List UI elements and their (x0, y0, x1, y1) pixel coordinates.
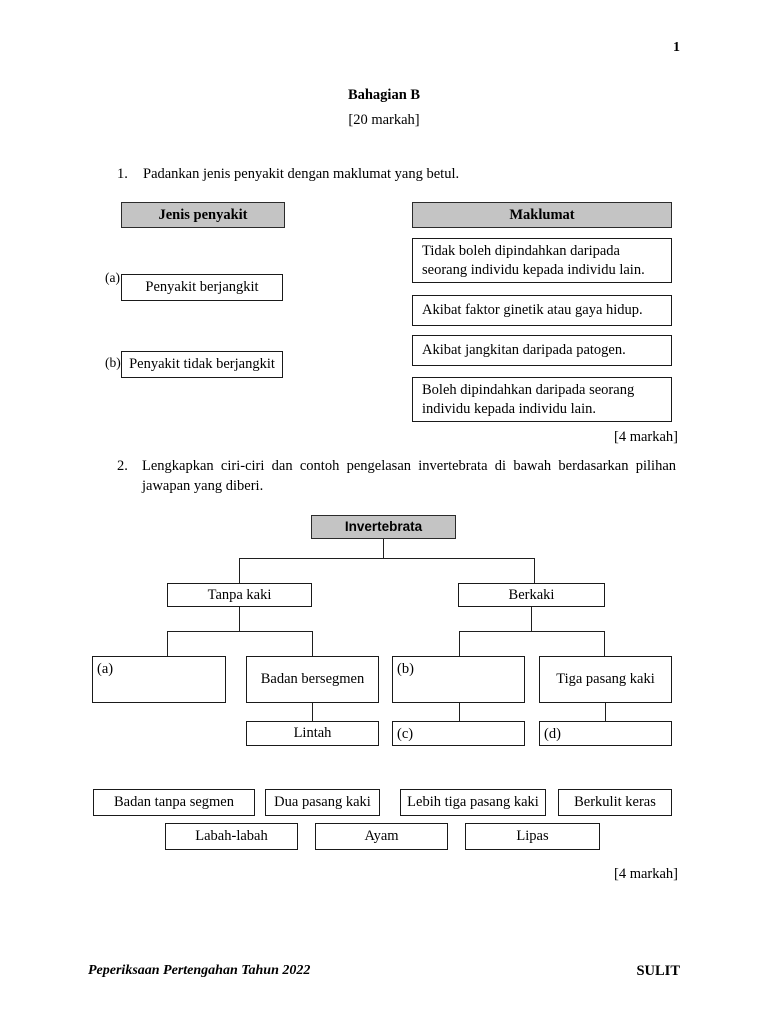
maklumat-box-4[interactable]: Boleh dipindahkan daripada seorang indiv… (412, 377, 672, 422)
question-1-text: Padankan jenis penyakit dengan maklumat … (143, 166, 460, 182)
connector-level2-b-drop (459, 631, 461, 656)
connector-level2-right-bus (459, 631, 604, 633)
choice-ayam[interactable]: Ayam (315, 823, 448, 850)
connector-root-stem (383, 539, 385, 558)
maklumat-box-2[interactable]: Akibat faktor ginetik atau gaya hidup. (412, 295, 672, 326)
maklumat-header: Maklumat (412, 202, 672, 228)
tree-root-invertebrata: Invertebrata (311, 515, 456, 539)
connector-level2-badan-drop (312, 631, 314, 656)
connector-d-stem (605, 703, 607, 721)
connector-level2-left-bus (167, 631, 313, 633)
choice-lipas[interactable]: Lipas (465, 823, 600, 850)
tree-node-tanpa-kaki[interactable]: Tanpa kaki (167, 583, 312, 607)
tree-answer-box-b[interactable]: (b) (392, 656, 525, 703)
choice-labah-labah[interactable]: Labah-labah (165, 823, 298, 850)
section-marks: [20 markah] (348, 112, 420, 128)
tree-node-lintah[interactable]: Lintah (246, 721, 379, 746)
connector-c-stem (459, 703, 461, 721)
penyakit-tidak-berjangkit-box[interactable]: Penyakit tidak berjangkit (121, 351, 283, 378)
connector-level1-left-drop (239, 558, 241, 583)
jenis-penyakit-header: Jenis penyakit (121, 202, 285, 228)
tree-node-tiga-pasang-kaki[interactable]: Tiga pasang kaki (539, 656, 672, 703)
maklumat-box-1[interactable]: Tidak boleh dipindahkan daripada seorang… (412, 238, 672, 283)
tree-answer-box-c[interactable]: (c) (392, 721, 525, 746)
page-number: 1 (673, 40, 680, 55)
question-2-marks: [4 markah] (614, 866, 679, 882)
section-title: Bahagian B (347, 87, 421, 103)
maklumat-box-3[interactable]: Akibat jangkitan daripada patogen. (412, 335, 672, 366)
choice-badan-tanpa-segmen[interactable]: Badan tanpa segmen (93, 789, 255, 816)
question-1-marks: [4 markah] (614, 429, 679, 445)
connector-level2-a-drop (167, 631, 169, 656)
connector-level1-right-drop (534, 558, 536, 583)
item-label-b: (b) (105, 355, 121, 370)
tree-answer-box-d[interactable]: (d) (539, 721, 672, 746)
question-2-number: 2. (117, 458, 128, 474)
footer-sulit: SULIT (636, 963, 680, 979)
item-label-a: (a) (105, 270, 120, 285)
connector-tanpa-kaki-stem (239, 607, 241, 631)
connector-lintah-stem (312, 703, 314, 721)
penyakit-berjangkit-box[interactable]: Penyakit berjangkit (121, 274, 283, 301)
tree-node-badan-bersegmen[interactable]: Badan bersegmen (246, 656, 379, 703)
tree-answer-box-a[interactable]: (a) (92, 656, 226, 703)
connector-level1-bus (239, 558, 535, 560)
question-2-text: Lengkapkan ciri-ciri dan contoh pengelas… (142, 458, 676, 494)
question-1-number: 1. (117, 166, 128, 182)
choice-dua-pasang-kaki[interactable]: Dua pasang kaki (265, 789, 380, 816)
footer-exam-name: Peperiksaan Pertengahan Tahun 2022 (88, 963, 311, 978)
tree-node-berkaki[interactable]: Berkaki (458, 583, 605, 607)
choice-berkulit-keras[interactable]: Berkulit keras (558, 789, 672, 816)
connector-level2-tiga-drop (604, 631, 606, 656)
choice-lebih-tiga-pasang-kaki[interactable]: Lebih tiga pasang kaki (400, 789, 546, 816)
connector-berkaki-stem (531, 607, 533, 631)
